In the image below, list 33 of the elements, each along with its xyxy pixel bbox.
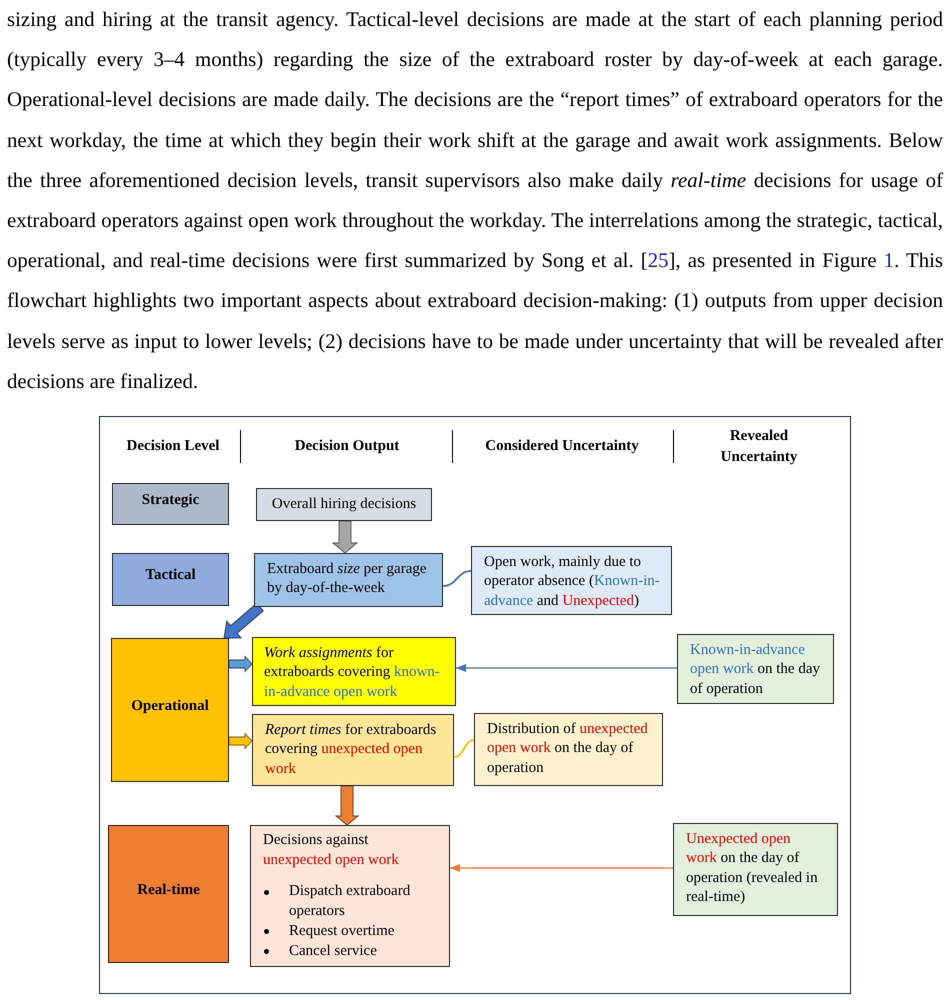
column-header: Decision Level <box>126 437 220 456</box>
uncertainty-box: Distribution of unexpected open work on the day of operation <box>474 713 663 786</box>
list-item-text: Cancel service <box>289 942 377 961</box>
revealed-uncertainty-box: Unexpected open work on the day of operation (revealed in real-time) <box>673 823 838 916</box>
block-arrow <box>228 655 253 673</box>
level-box: Operational <box>111 638 229 782</box>
column-header: Considered Uncertainty <box>484 437 640 456</box>
arrow <box>456 664 677 672</box>
decision-output-box: Overall hiring decisions <box>256 488 432 521</box>
column-header: Decision Output <box>294 437 400 456</box>
block-arrow <box>228 732 253 750</box>
connector-line <box>442 570 472 587</box>
block-arrow <box>334 786 360 826</box>
level-box: Strategic <box>112 483 229 525</box>
decision-output-box: Extraboard size per garage by day-of-the-week <box>254 553 443 607</box>
body-paragraph: sizing and hiring at the transit agency. Tactical-level decisions are made at the start of each planning period (typically every 3–4 months) regarding the size of the extraboard roster by day-of-week at each garage. Operational-level decisions are made daily. The decisions are the “report times” of extraboard operators for the next workday, the time at which they begin their work shift at the garage and await work assignments. Below the three aforementioned decision levels, transit supervisors also make daily real-time decisions for usage of extraboard operators against open work throughout the workday. The interrelations among the strategic, tactical, operational, and real-time decisions were first summarized by Song et al. [25], as presented in Figure 1. This flowchart highlights two important aspects about extraboard decision-making: (1) outputs from upper decision levels serve as input to lower levels; (2) decisions have to be made under uncertainty that will be revealed after decisions are finalized. <box>7 7 943 395</box>
level-box: Real-time <box>108 825 229 963</box>
list-item-text: Request overtime <box>289 922 394 941</box>
decision-output-box: Work assignments for extraboards covering known-in-advance open work <box>252 637 456 706</box>
column-header: Revealed Uncertainty <box>720 427 798 467</box>
uncertainty-box: Open work, mainly due to operator absence (Known-in-advance and Unexpected) <box>471 546 672 615</box>
box-text: Decisions against unexpected open work <box>263 831 400 870</box>
reference-link: 1 <box>884 249 894 272</box>
revealed-uncertainty-box: Known-in-advance open work on the day of operation <box>677 634 834 704</box>
decision-output-box <box>250 825 450 967</box>
list-item-text: Dispatch extraboard operators <box>289 882 412 922</box>
arrow <box>450 864 673 872</box>
block-arrow <box>223 602 264 638</box>
block-arrow <box>332 520 358 554</box>
reference-link: 25 <box>648 249 668 272</box>
decision-output-box: Report times for extraboards covering unexpected open work <box>252 714 454 786</box>
connector-line <box>454 739 474 758</box>
level-box: Tactical <box>112 553 229 606</box>
